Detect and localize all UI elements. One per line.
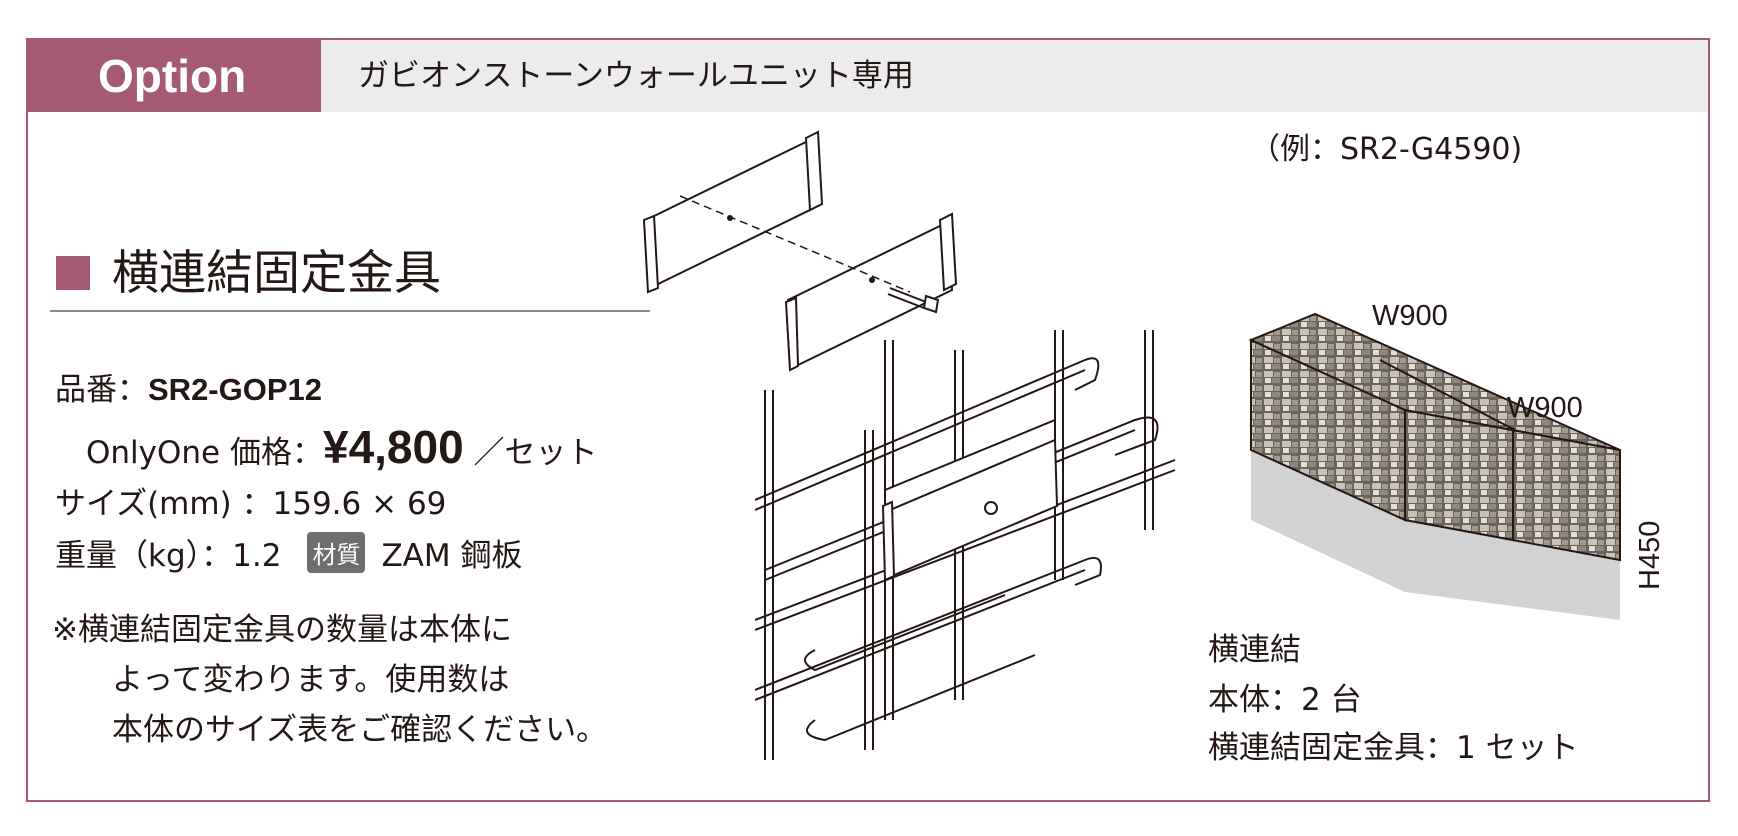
option-panel: Option ガビオンストーンウォールユニット専用	[26, 38, 1710, 802]
note-line-1: ※横連結固定金具の数量は本体に	[52, 612, 512, 648]
size-value: ：159.6 × 69	[241, 486, 447, 522]
mesh-assembly-illustration	[755, 330, 1176, 760]
option-tab: Option	[28, 40, 321, 112]
price-label: OnlyOne 価格：	[86, 435, 323, 471]
material-value: ZAM 鋼板	[381, 538, 523, 574]
note-line-3: 本体のサイズ表をご確認ください。	[112, 712, 608, 748]
weight-value: 重量（kg）：1.2	[55, 538, 282, 574]
size-row: サイズ(mm) ：159.6 × 69	[55, 478, 446, 523]
info-title: 横連結	[1208, 632, 1301, 668]
part-number: SR2-GOP12	[148, 372, 323, 407]
dimension-width-2: W900	[1507, 392, 1583, 424]
info-units: 本体：2 台	[1208, 682, 1362, 718]
dimension-height: H450	[1634, 520, 1666, 590]
note-line-2: よって変わります。使用数は	[112, 662, 510, 698]
price-unit: ／セット	[473, 435, 598, 471]
example-label: （例：SR2-G4590)	[1250, 132, 1523, 167]
gabion-wall-illustration	[1248, 312, 1621, 620]
title-marker	[56, 256, 90, 290]
size-label: サイズ(mm)	[55, 486, 232, 522]
material-badge: 材質	[307, 532, 366, 573]
product-title: 横連結固定金具	[112, 246, 441, 301]
price-value: ¥4,800	[322, 421, 464, 473]
part-number-label: 品番：	[55, 372, 148, 408]
dimension-width-1: W900	[1372, 300, 1448, 332]
title-divider	[50, 310, 650, 312]
part-number-row: 品番：SR2-GOP12	[55, 364, 322, 409]
weight-row: 重量（kg）：1.2 材質 ZAM 鋼板	[55, 530, 522, 575]
header-subtitle: ガビオンストーンウォールユニット専用	[358, 58, 914, 94]
info-brackets: 横連結固定金具：1 セット	[1208, 730, 1579, 766]
bracket-exploded-illustration	[642, 130, 958, 372]
price-row: OnlyOne 価格：¥4,800 ／セット	[86, 420, 598, 474]
